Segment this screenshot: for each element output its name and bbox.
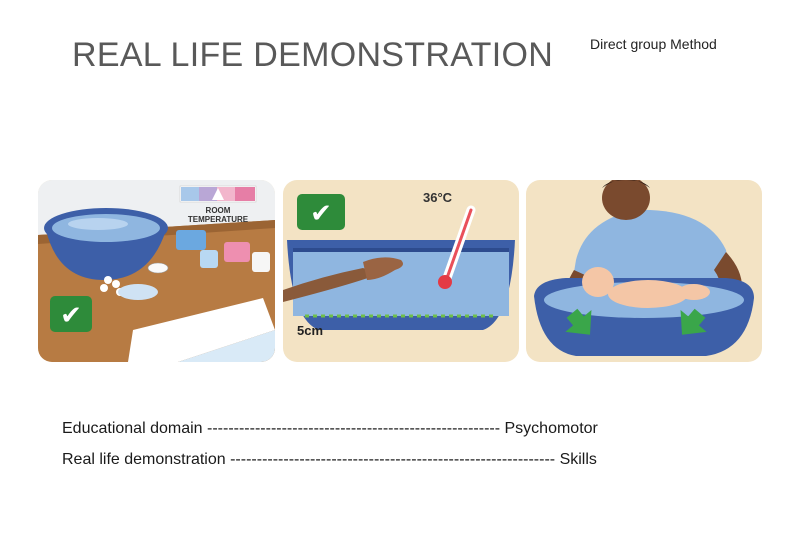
- room-label-line1: ROOM: [206, 206, 231, 215]
- illustration-panel-supplies: ROOM TEMPERATURE ✔: [38, 180, 275, 362]
- row-label: Educational domain: [62, 420, 203, 437]
- row-leader-dashes: ----------------------------------------…: [207, 420, 501, 437]
- slide-title: REAL LIFE DEMONSTRATION: [72, 36, 554, 74]
- depth-label: 5cm: [297, 323, 323, 338]
- check-icon: ✔: [60, 301, 82, 331]
- slide-subtitle: Direct group Method: [590, 36, 717, 52]
- row-label: Real life demonstration: [62, 451, 226, 468]
- room-label-line2: TEMPERATURE: [188, 215, 249, 224]
- illustration-panel-water-check: ✔ 36°C 5cm: [283, 180, 519, 362]
- illustration-panel-bathing: [526, 180, 762, 362]
- supplies-illustration: ROOM TEMPERATURE ✔: [38, 180, 275, 362]
- bathing-illustration: [526, 180, 762, 362]
- caption-educational-domain: Educational domain ---------------------…: [62, 420, 598, 438]
- check-icon: ✔: [310, 199, 332, 229]
- row-leader-dashes: ----------------------------------------…: [230, 451, 556, 468]
- water-check-illustration: ✔ 36°C 5cm: [283, 180, 519, 362]
- caption-real-life-demonstration: Real life demonstration ----------------…: [62, 451, 597, 469]
- row-value: Skills: [559, 451, 597, 468]
- row-value: Psychomotor: [504, 420, 598, 437]
- temperature-label: 36°C: [423, 190, 453, 205]
